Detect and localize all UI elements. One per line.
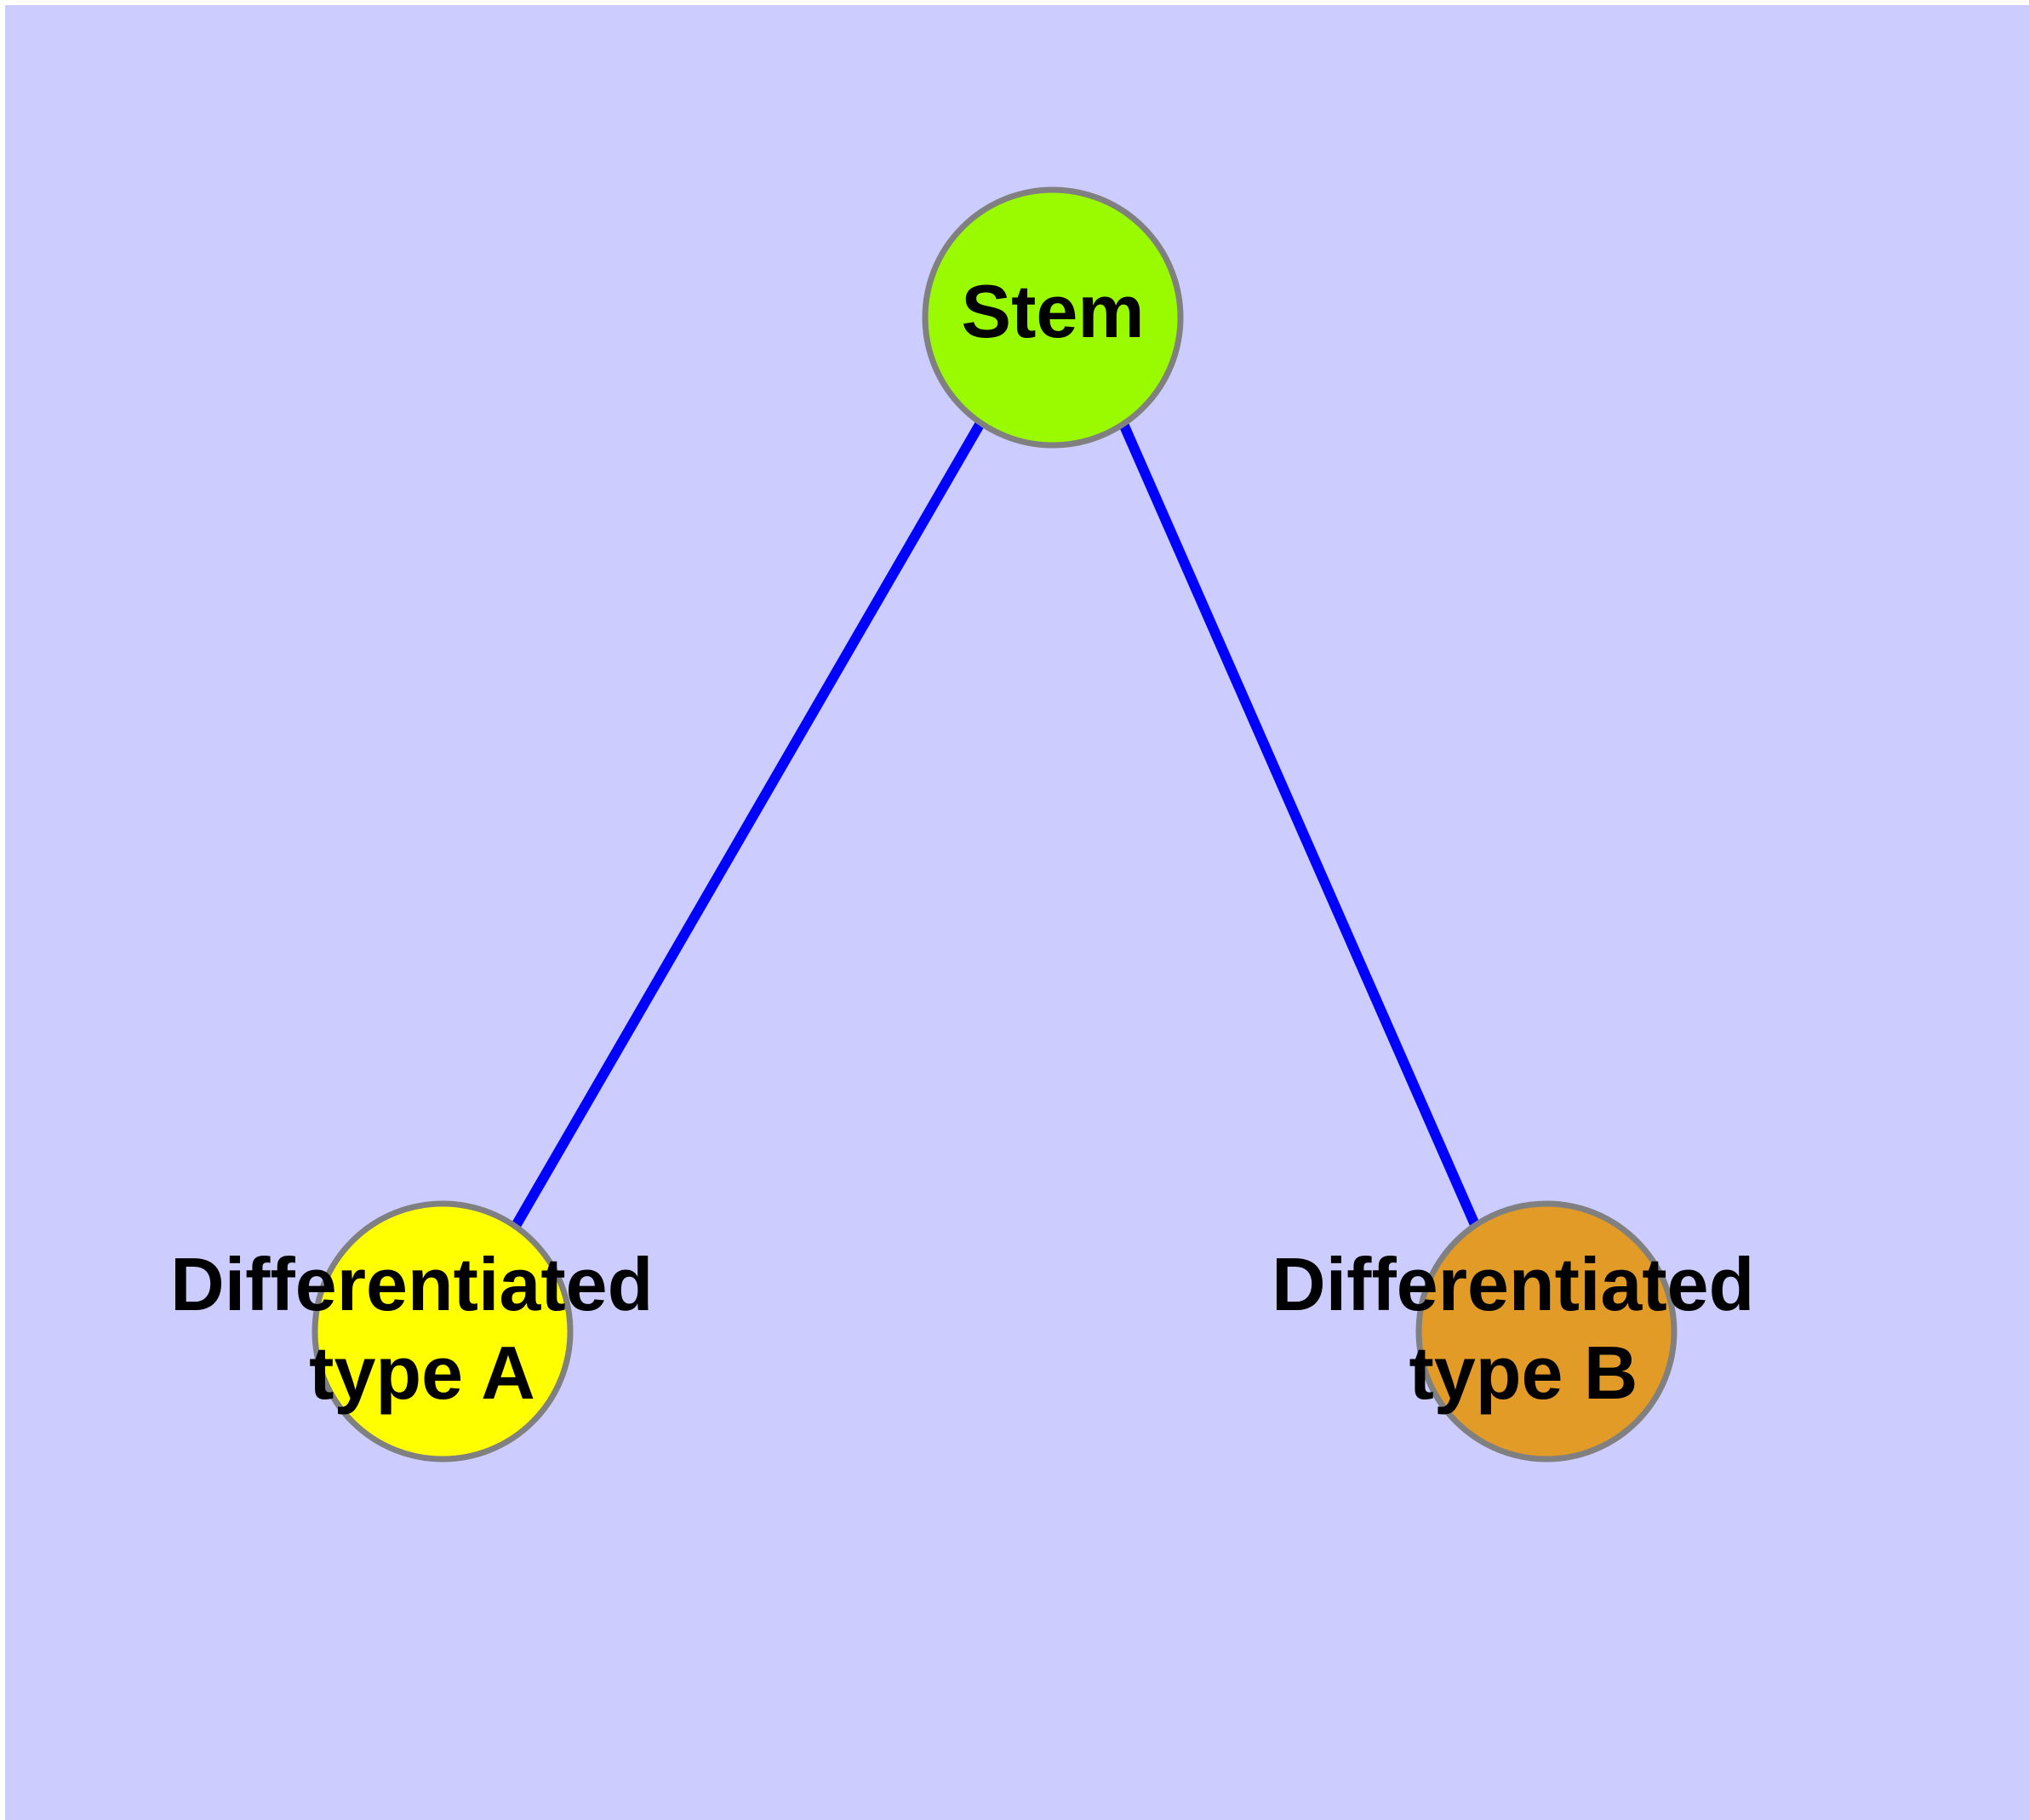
labels-layer: Stem Differentiated type A Differentiate… bbox=[170, 269, 1775, 1415]
nodes-layer bbox=[311, 186, 1677, 1462]
node-diff-b-label-line-2: type B bbox=[1409, 1331, 1638, 1415]
node-stem-label: Stem bbox=[961, 269, 1144, 353]
node-diff-a[interactable] bbox=[311, 1200, 574, 1462]
edge-stem-to-diff-b[interactable] bbox=[1118, 421, 1481, 1229]
node-stem-circle[interactable] bbox=[922, 186, 1184, 449]
node-stem[interactable] bbox=[922, 186, 1184, 449]
node-diff-b[interactable] bbox=[1415, 1200, 1677, 1462]
node-diff-b-label-line-1: Differentiated bbox=[1272, 1242, 1754, 1326]
node-stem-label-line-1: Stem bbox=[961, 269, 1144, 353]
node-diff-a-label-line-1: Differentiated bbox=[170, 1242, 653, 1326]
node-diff-a-label: Differentiated type A bbox=[170, 1242, 674, 1415]
node-diff-a-circle[interactable] bbox=[311, 1200, 574, 1462]
edges-layer bbox=[511, 420, 1481, 1229]
node-diff-a-label-line-2: type A bbox=[309, 1331, 535, 1415]
node-diff-b-circle[interactable] bbox=[1415, 1200, 1677, 1462]
edge-stem-to-diff-a[interactable] bbox=[511, 420, 986, 1229]
node-diff-b-label: Differentiated type B bbox=[1272, 1242, 1775, 1415]
